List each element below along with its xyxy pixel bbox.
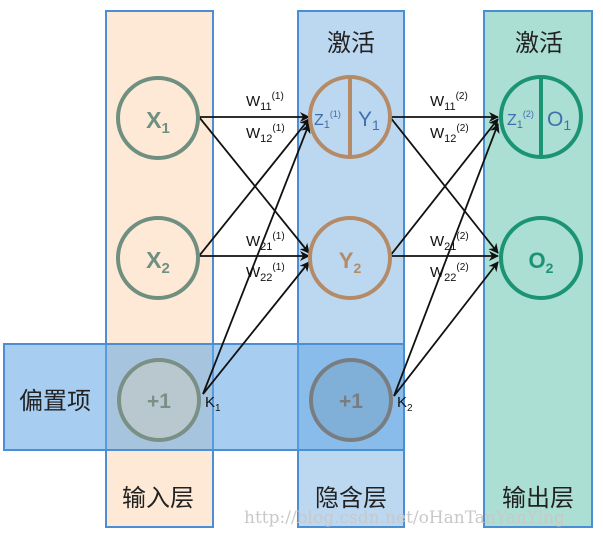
edge-h2-o1 <box>389 118 499 257</box>
node-bias-hidden-label: +1 <box>339 390 363 413</box>
weight-w12-2: W12(2) <box>430 123 469 145</box>
node-o1-o-label: O1 <box>547 108 571 133</box>
edge-x1-h2 <box>198 116 310 254</box>
hidden-top-label: 激活 <box>327 29 375 57</box>
input-bottom-label: 输入层 <box>122 484 194 512</box>
node-h2 <box>308 216 392 300</box>
weight-w22-1: W22(1) <box>246 262 285 284</box>
node-bias-input-label: +1 <box>147 390 171 413</box>
node-x1-label: X1 <box>146 107 170 137</box>
bias-band-label: 偏置项 <box>19 387 91 415</box>
node-o1-z-label: Z1(2) <box>507 109 534 131</box>
edge-b1-h1 <box>202 123 311 395</box>
output-bottom-label: 输出层 <box>502 484 574 512</box>
edge-b2-o1 <box>393 123 500 397</box>
node-bias-input <box>117 358 201 442</box>
hidden-bottom-label: 隐含层 <box>315 484 387 512</box>
node-x1 <box>116 76 200 160</box>
output-top-label: 激活 <box>515 29 563 57</box>
edge-x2-h1 <box>198 118 310 257</box>
weight-w21-2: W21(2) <box>430 231 469 253</box>
bias-weight-k1: K1 <box>205 394 221 414</box>
node-bias-hidden <box>309 358 393 442</box>
edge-h1-o2 <box>389 116 499 254</box>
node-o2 <box>499 216 583 300</box>
weight-w22-2: W22(2) <box>430 262 469 284</box>
node-h2-label: Y2 <box>339 248 362 276</box>
node-o2-label: O2 <box>529 248 554 276</box>
weight-w12-1: W12(1) <box>246 123 285 145</box>
node-x2-label: X2 <box>146 247 170 277</box>
watermark: http://blog.csdn.net/oHanTanYanYing <box>244 508 565 528</box>
edge-b1-h2 <box>202 261 310 395</box>
node-h1-y-label: Y1 <box>358 108 380 133</box>
node-h1-z-label: Z1(1) <box>314 109 341 131</box>
bias-weight-k2: K2 <box>397 394 413 414</box>
weight-w21-1: W21(1) <box>246 231 285 253</box>
weight-w11-1: W11(1) <box>246 91 284 113</box>
weight-w11-2: W11(2) <box>430 91 468 113</box>
node-x2 <box>116 216 200 300</box>
edge-b2-o2 <box>393 261 499 397</box>
